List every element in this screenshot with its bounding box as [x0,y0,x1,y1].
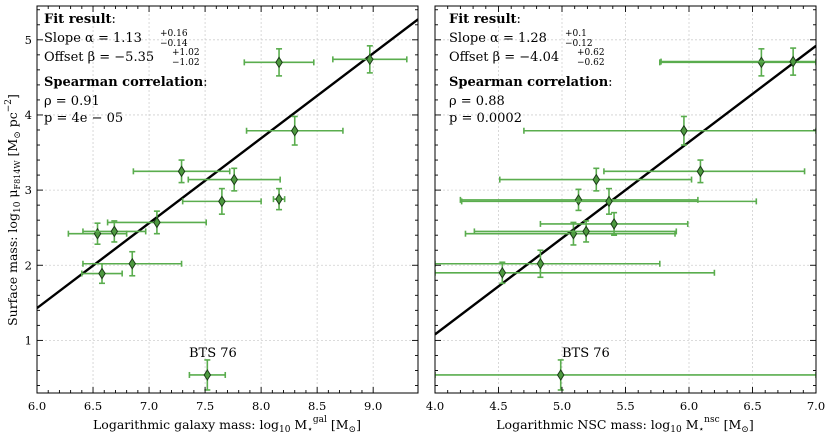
data-point [592,173,601,186]
y-tick-label: 1 [25,333,32,347]
data-point [556,369,565,381]
annotation-fit-heading: Fit result: [449,12,521,27]
data-point [789,55,797,68]
annotation-rho: ρ = 0.91 [44,94,100,109]
data-point [153,216,161,229]
fit-line [435,44,816,336]
x-tick-label: 7.5 [196,399,214,413]
plot-marks [435,44,816,391]
data-point [230,173,239,186]
y-tick-label: 2 [25,258,32,272]
y-tick-label: 3 [25,183,32,197]
annotation-slope: Slope α = 1.13 [44,31,142,46]
annotation-p: p = 0.0002 [449,111,522,126]
annotation-offset: Offset β = −5.35 [44,50,154,65]
data-point [128,257,137,270]
x-tick-label: 5.5 [616,399,634,413]
data-point [696,165,705,178]
y-tick-label: 5 [25,33,32,47]
data-point [536,257,545,270]
data-point [93,227,102,240]
data-point [680,124,688,137]
plot-area: 6.0 6.5 7.0 7.5 8.0 8.5 9.0 1 2 3 4 5 [25,5,419,413]
data-point [582,225,590,238]
point-label: BTS 76 [189,346,237,361]
x-tick-label: 6.0 [680,399,698,413]
data-point [218,195,226,208]
data-point [605,195,613,208]
annotation-offset-plus: +1.02 [172,48,200,58]
annotation-p: p = 4e − 05 [44,111,123,126]
plot-area: 4.0 4.5 5.0 5.5 6.0 6.5 7.0 [426,5,825,413]
x-tick-label: 7.0 [807,399,825,413]
y-axis-label: Surface mass: log10 μF814W [M⊙ pc−2] [4,94,23,326]
panel-galaxy-mass: 6.0 6.5 7.0 7.5 8.0 8.5 9.0 1 2 3 4 5 Fit result: S… [4,5,419,435]
x-tick-label: 6.0 [28,399,46,413]
annotation-slope-minus: −0.12 [565,39,593,49]
annotation-slope-plus: +0.1 [565,29,587,39]
annotation-slope: Slope α = 1.28 [449,31,547,46]
data-point [366,53,374,66]
annotation-offset-minus: −1.02 [172,58,200,68]
data-point [275,56,283,69]
annotation-spearman-heading: Spearman correlation: [449,75,613,90]
data-point [177,165,186,178]
y-tick-label: 4 [25,108,32,122]
point-label: BTS 76 [562,346,610,361]
data-point [203,369,212,381]
x-tick-label: 6.5 [84,399,102,413]
x-tick-label: 4.0 [426,399,444,413]
x-axis-label: Logarithmic galaxy mass: log10 M⋆gal [M⊙… [93,415,361,435]
x-tick-label: 8.0 [252,399,270,413]
annotation-slope-minus: −0.14 [160,39,188,49]
data-point [110,225,119,238]
data-point [498,266,507,279]
x-tick-label: 7.0 [140,399,158,413]
annotation-offset: Offset β = −4.04 [449,50,559,65]
annotation-offset-plus: +0.62 [577,48,605,58]
data-point [290,124,299,137]
plot-marks [37,18,418,391]
data-point [574,193,583,206]
fit-line [37,18,418,310]
annotation-fit-heading: Fit result: [44,12,116,27]
data-point [98,267,106,280]
annotation-slope-plus: +0.16 [160,29,188,39]
x-tick-label: 8.5 [308,399,326,413]
x-axis-label: Logarithmic NSC mass: log10 M⋆nsc [M⊙] [496,415,753,435]
data-point [275,193,283,206]
annotation-rho: ρ = 0.88 [449,94,505,109]
data-point [610,217,618,230]
annotation-offset-minus: −0.62 [577,58,605,68]
panel-nsc-mass: 4.0 4.5 5.0 5.5 6.0 6.5 7.0 Fit result: Slope … [426,5,825,435]
annotation-spearman-heading: Spearman correlation: [44,75,208,90]
x-tick-label: 5.0 [553,399,571,413]
x-tick-label: 6.5 [743,399,761,413]
x-tick-label: 4.5 [489,399,507,413]
x-tick-label: 9.0 [364,399,382,413]
